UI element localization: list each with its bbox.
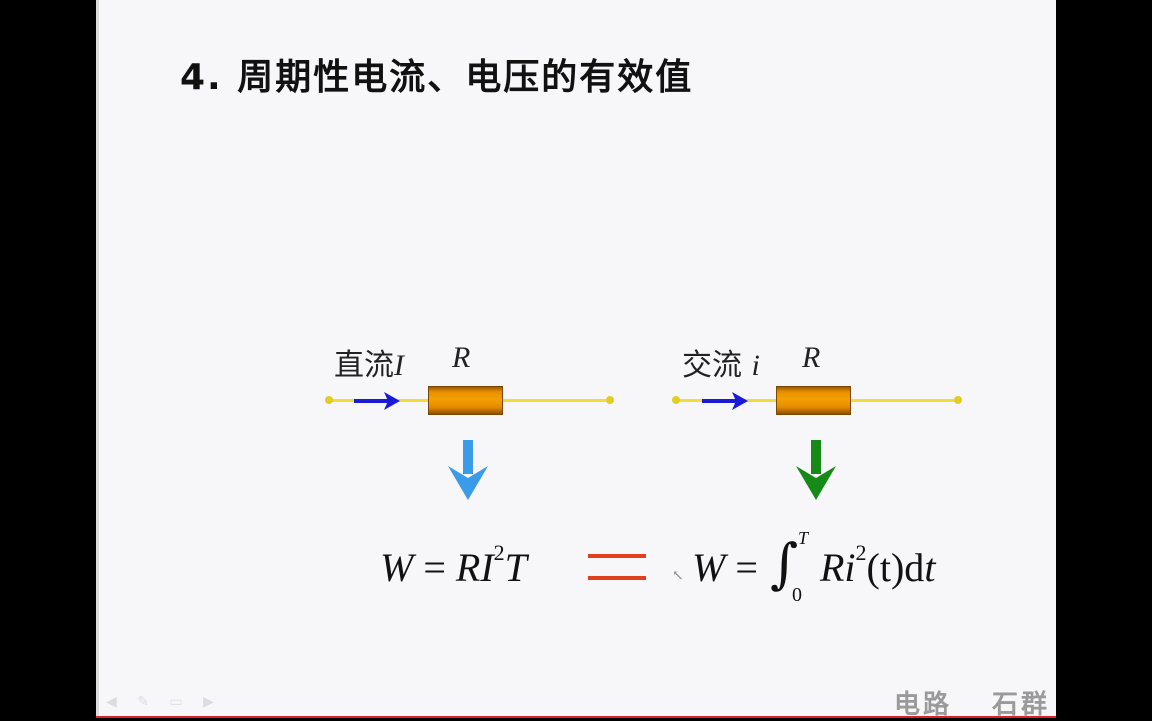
dc-wire-left-terminal [325, 396, 333, 404]
ac-resistor [776, 386, 851, 415]
formula-ac-equals: = [735, 545, 758, 590]
dc-resistor [428, 386, 503, 415]
ac-wire-right-terminal [954, 396, 962, 404]
slide-bottom-rule [96, 716, 1056, 718]
slide-title: 4. 周期性电流、电压的有效值 [180, 57, 694, 98]
dc-label: 直流I [334, 340, 404, 384]
ac-current-arrow-icon [702, 392, 748, 410]
ac-wire-left-terminal [672, 396, 680, 404]
dc-current-arrow-icon [354, 392, 400, 410]
ac-energy-formula: W = [692, 544, 758, 591]
formula-dc-lhs: W [380, 545, 414, 590]
dc-energy-formula: W = RI2T [380, 540, 527, 591]
formula-ac-dt-var: t [924, 545, 936, 590]
mouse-cursor-icon: ↖ [672, 568, 684, 584]
dc-wire-right-terminal [606, 396, 614, 404]
ac-resistor-symbol: R [802, 341, 821, 374]
dc-resistor-symbol: R [452, 341, 471, 374]
integral-upper-limit: T [798, 528, 809, 548]
integral-sign: ∫ [770, 532, 799, 595]
ac-current-symbol: i [751, 349, 760, 382]
formula-dc-equals: = [423, 545, 446, 590]
slide [96, 0, 1056, 718]
dc-current-symbol: I [394, 349, 404, 382]
equivalence-sign-top-bar [588, 554, 646, 558]
equivalence-sign-bottom-bar [588, 576, 646, 580]
ac-integrand: Ri2(t)dt [820, 540, 936, 591]
integral-lower-limit: 0 [792, 584, 802, 606]
slide-left-edge [96, 0, 99, 718]
formula-ac-rest: (t)d [866, 545, 925, 590]
ac-resistor-label: R [802, 340, 820, 375]
formula-ac-exponent: 2 [855, 540, 867, 565]
formula-dc-ri: RI [455, 545, 494, 590]
dc-label-cn: 直流 [334, 348, 394, 383]
slideshow-controls[interactable]: ◀ ✎ ▭ ▶ [106, 694, 222, 710]
formula-dc-period: T [504, 545, 527, 590]
footer-author: 石群 [992, 690, 1051, 720]
ac-label-cn: 交流 [682, 348, 742, 383]
ac-label: 交流 i [682, 340, 760, 384]
formula-dc-exponent: 2 [493, 540, 505, 565]
formula-ac-ri: Ri [820, 545, 856, 590]
formula-ac-lhs: W [692, 545, 726, 590]
footer-course: 电路 [894, 690, 953, 720]
dc-down-arrow-icon [448, 440, 488, 500]
ac-down-arrow-icon [796, 440, 836, 500]
dc-resistor-label: R [452, 340, 470, 375]
